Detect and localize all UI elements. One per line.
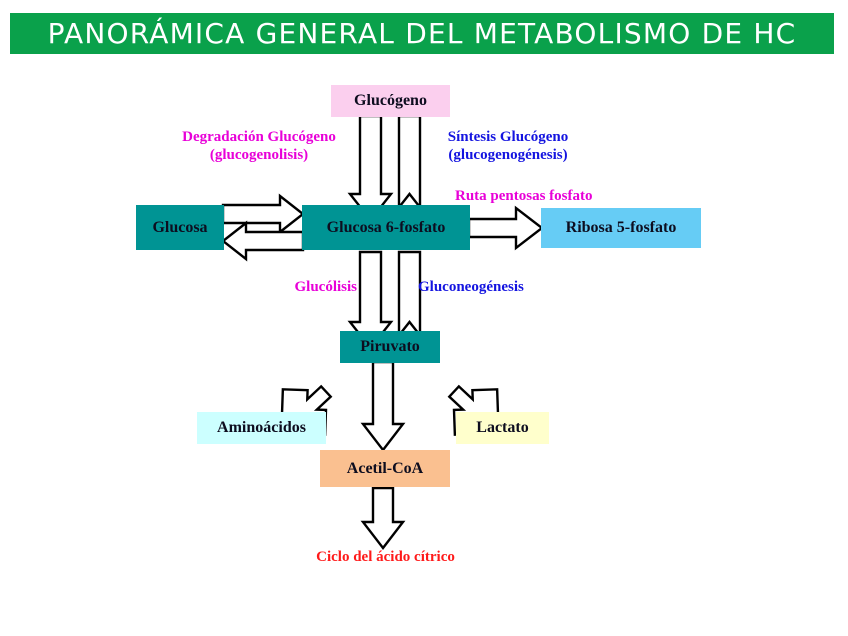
arrow-g6p-to-glucosa — [221, 220, 305, 262]
label-gluconeogenesis-text: Gluconeogénesis — [418, 279, 524, 295]
label-ruta-pentosas-fosfato-text: Ruta pentosas fosfato — [455, 188, 593, 204]
label-glucolisis-text: Glucólisis — [294, 279, 357, 295]
label-glucolisis: Glucólisis — [272, 278, 357, 296]
node-glucosa-6-fosfato-label: Glucosa 6-fosfato — [326, 218, 446, 236]
arrow-piruvato-to-acetilcoa — [360, 360, 406, 452]
page-title: PANORÁMICA GENERAL DEL METABOLISMO DE HC — [47, 16, 797, 50]
node-aminoacidos-label: Aminoácidos — [217, 419, 306, 436]
title-banner: PANORÁMICA GENERAL DEL METABOLISMO DE HC — [10, 13, 834, 54]
label-gluconeogenesis: Gluconeogénesis — [418, 278, 563, 296]
label-ruta-pentosas-fosfato: Ruta pentosas fosfato — [455, 187, 655, 205]
node-aminoacidos[interactable]: Aminoácidos — [197, 412, 326, 444]
metabolism-diagram: Glucógeno Glucosa Glucosa 6-fosfato Ribo… — [0, 54, 848, 636]
label-degradacion-glucogeno-line1: Degradación Glucógeno — [182, 129, 336, 145]
node-glucogeno[interactable]: Glucógeno — [331, 85, 450, 117]
arrow-glucosa-to-g6p — [221, 193, 305, 235]
arrow-g6p-to-ribosa — [467, 205, 544, 251]
arrow-acetilcoa-to-ciclo — [360, 486, 406, 550]
node-glucosa-6-fosfato[interactable]: Glucosa 6-fosfato — [302, 205, 470, 250]
node-lactato-label: Lactato — [476, 419, 529, 436]
label-degradacion-glucogeno: Degradación Glucógeno (glucogenolisis) — [164, 128, 354, 165]
label-ciclo-acido-citrico: Ciclo del ácido cítrico — [288, 548, 483, 566]
label-degradacion-glucogeno-line2: (glucogenolisis) — [209, 147, 309, 164]
node-ribosa-5-fosfato-label: Ribosa 5-fosfato — [565, 219, 677, 236]
label-sintesis-glucogeno: Síntesis Glucógeno (glucogenogénesis) — [423, 128, 593, 165]
node-acetil-coa-label: Acetil-CoA — [346, 459, 424, 477]
node-acetil-coa[interactable]: Acetil-CoA — [320, 450, 450, 487]
label-sintesis-glucogeno-line1: Síntesis Glucógeno — [447, 129, 569, 145]
node-glucosa[interactable]: Glucosa — [136, 205, 224, 250]
node-glucosa-label: Glucosa — [152, 218, 208, 236]
node-ribosa-5-fosfato[interactable]: Ribosa 5-fosfato — [541, 208, 701, 248]
node-piruvato[interactable]: Piruvato — [340, 331, 440, 363]
label-sintesis-glucogeno-line2: (glucogenogénesis) — [448, 147, 568, 164]
node-lactato[interactable]: Lactato — [456, 412, 549, 444]
node-piruvato-label: Piruvato — [360, 338, 420, 355]
label-ciclo-acido-citrico-text: Ciclo del ácido cítrico — [316, 549, 455, 565]
node-glucogeno-label: Glucógeno — [354, 92, 427, 109]
